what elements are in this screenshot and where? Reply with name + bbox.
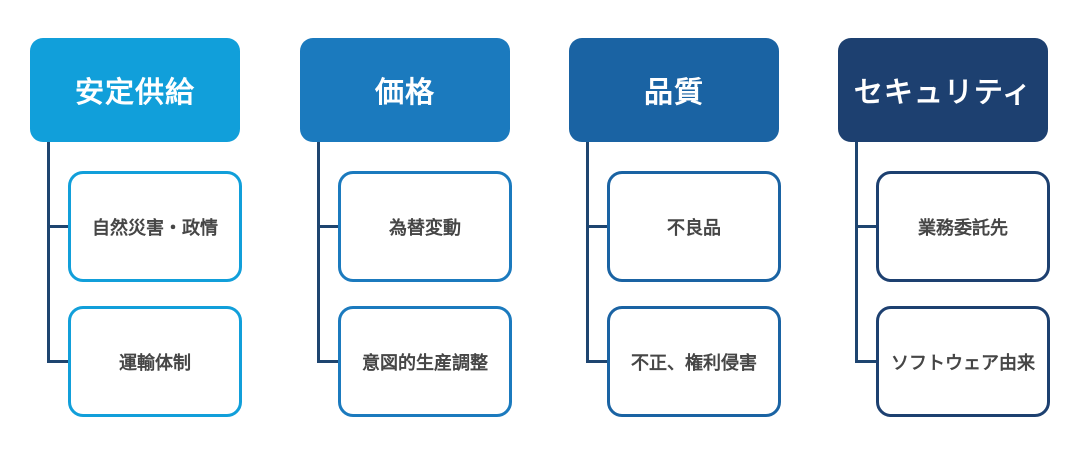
category-column-stable-supply: 安定供給 自然災害・政情 運輸体制 — [30, 0, 292, 458]
risk-item: ソフトウェア由来 — [876, 306, 1050, 417]
risk-item: 不良品 — [607, 171, 781, 282]
category-header: 品質 — [569, 38, 779, 142]
connector-hline — [855, 360, 877, 363]
connector-hline — [855, 225, 877, 228]
category-column-security: セキュリティ 業務委託先 ソフトウェア由来 — [838, 0, 1092, 458]
connector-vline — [47, 142, 50, 363]
connector-hline — [586, 360, 608, 363]
risk-item: 業務委託先 — [876, 171, 1050, 282]
category-header: セキュリティ — [838, 38, 1048, 142]
connector-hline — [586, 225, 608, 228]
connector-hline — [47, 360, 69, 363]
connector-hline — [47, 225, 69, 228]
category-column-price: 価格 為替変動 意図的生産調整 — [300, 0, 562, 458]
risk-item: 自然災害・政情 — [68, 171, 242, 282]
risk-item: 為替変動 — [338, 171, 512, 282]
category-column-quality: 品質 不良品 不正、権利侵害 — [569, 0, 831, 458]
connector-vline — [855, 142, 858, 363]
risk-item: 運輸体制 — [68, 306, 242, 417]
connector-vline — [317, 142, 320, 363]
category-header: 安定供給 — [30, 38, 240, 142]
category-header: 価格 — [300, 38, 510, 142]
risk-item: 意図的生産調整 — [338, 306, 512, 417]
risk-item: 不正、権利侵害 — [607, 306, 781, 417]
connector-vline — [586, 142, 589, 363]
connector-hline — [317, 360, 339, 363]
connector-hline — [317, 225, 339, 228]
